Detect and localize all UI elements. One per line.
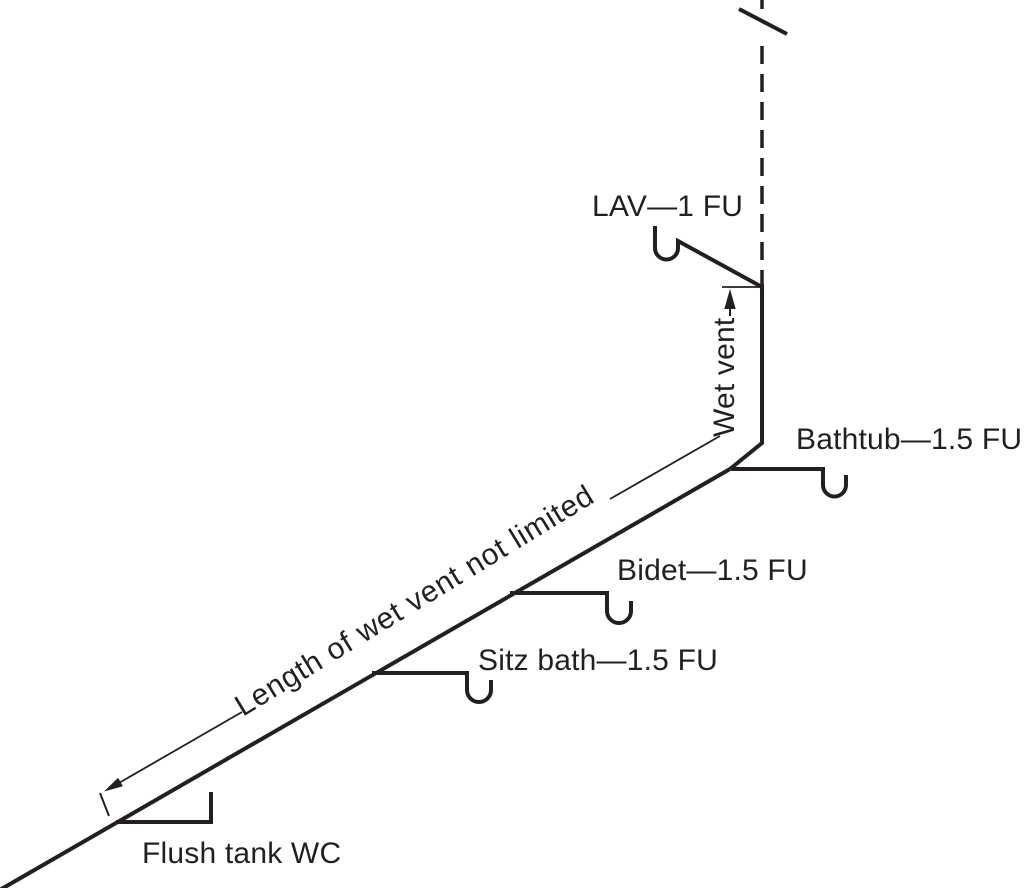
label-lav: LAV—1 FU bbox=[592, 190, 744, 223]
length-dimension-arrowhead-icon bbox=[104, 777, 123, 792]
label-bidet: Bidet—1.5 FU bbox=[617, 554, 808, 587]
label-sitz-bath: Sitz bath—1.5 FU bbox=[478, 644, 718, 677]
label-flush-tank-wc: Flush tank WC bbox=[142, 837, 342, 870]
pipe-break-mark bbox=[738, 7, 788, 36]
wet-vent-arrow-icon bbox=[724, 289, 736, 309]
wet-vent-pipe bbox=[728, 284, 764, 471]
length-dimension-end-tick bbox=[99, 792, 110, 817]
label-bathtub: Bathtub—1.5 FU bbox=[796, 423, 1023, 456]
label-wet-vent: Wet vent bbox=[708, 317, 741, 437]
lav-trap-and-arm bbox=[653, 226, 763, 289]
wc-branch bbox=[116, 792, 213, 824]
main-drain-line bbox=[0, 467, 731, 888]
length-dimension-line-upper bbox=[609, 435, 721, 500]
length-dimension-line-lower bbox=[111, 711, 243, 788]
sitz-bath-branch-and-trap bbox=[372, 671, 493, 704]
bidet-branch-and-trap bbox=[510, 591, 633, 625]
bathtub-branch-and-trap bbox=[731, 467, 848, 499]
